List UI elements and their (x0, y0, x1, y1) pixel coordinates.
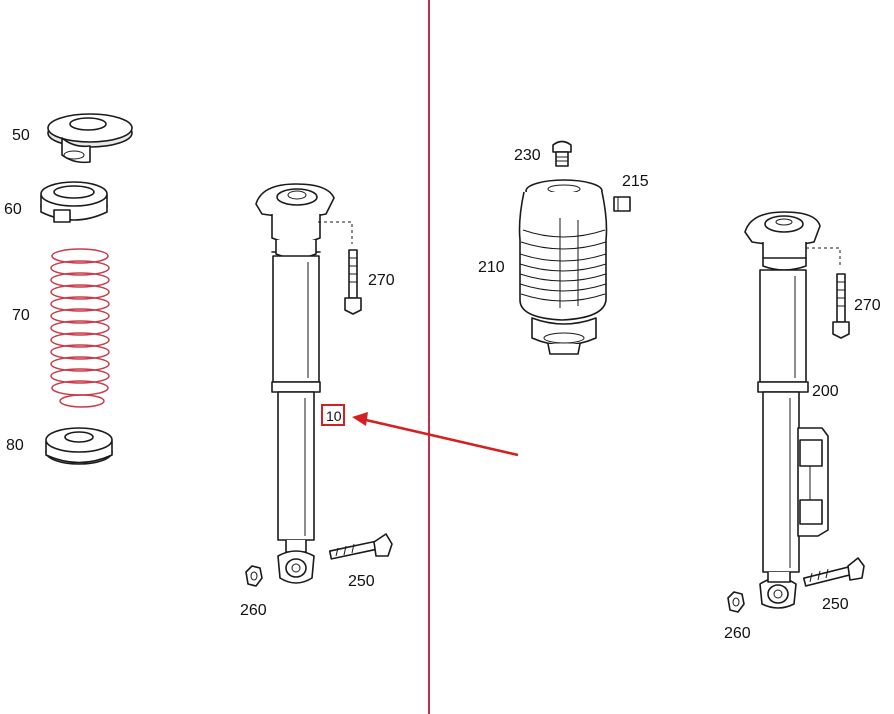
label-250-left: 250 (348, 573, 375, 590)
part-210-air-spring (518, 179, 608, 355)
part-270-bolt-left (344, 249, 362, 315)
part-200-shock-absorber (744, 211, 841, 609)
part-260-nut-left (245, 565, 263, 587)
part-10-shock-absorber (255, 183, 353, 584)
part-250-bolt-left (328, 533, 393, 560)
label-215: 215 (622, 173, 649, 190)
part-70-coil-spring (50, 248, 110, 408)
label-200: 200 (812, 383, 839, 400)
label-250-right: 250 (822, 596, 849, 613)
label-270-left: 270 (368, 272, 395, 289)
label-260-left: 260 (240, 602, 267, 619)
part-270-bolt-right (832, 273, 850, 339)
part-50-spring-mount (47, 113, 133, 164)
callout-arrow (321, 404, 519, 457)
part-215-fitting (613, 196, 631, 212)
label-80: 80 (6, 437, 24, 454)
label-210: 210 (478, 259, 505, 276)
label-230: 230 (514, 147, 541, 164)
label-70: 70 (12, 307, 30, 324)
part-260-nut-right (727, 591, 745, 613)
label-50: 50 (12, 127, 30, 144)
label-270-right: 270 (854, 297, 881, 314)
label-260-right: 260 (724, 625, 751, 642)
callout-box-10 (321, 404, 345, 426)
part-60-bearing (40, 181, 108, 223)
part-230-valve (552, 140, 572, 167)
label-60: 60 (4, 201, 22, 218)
label-10: 10 (326, 408, 342, 424)
part-250-bolt-right (802, 557, 865, 587)
part-80-lower-seat (45, 427, 113, 465)
